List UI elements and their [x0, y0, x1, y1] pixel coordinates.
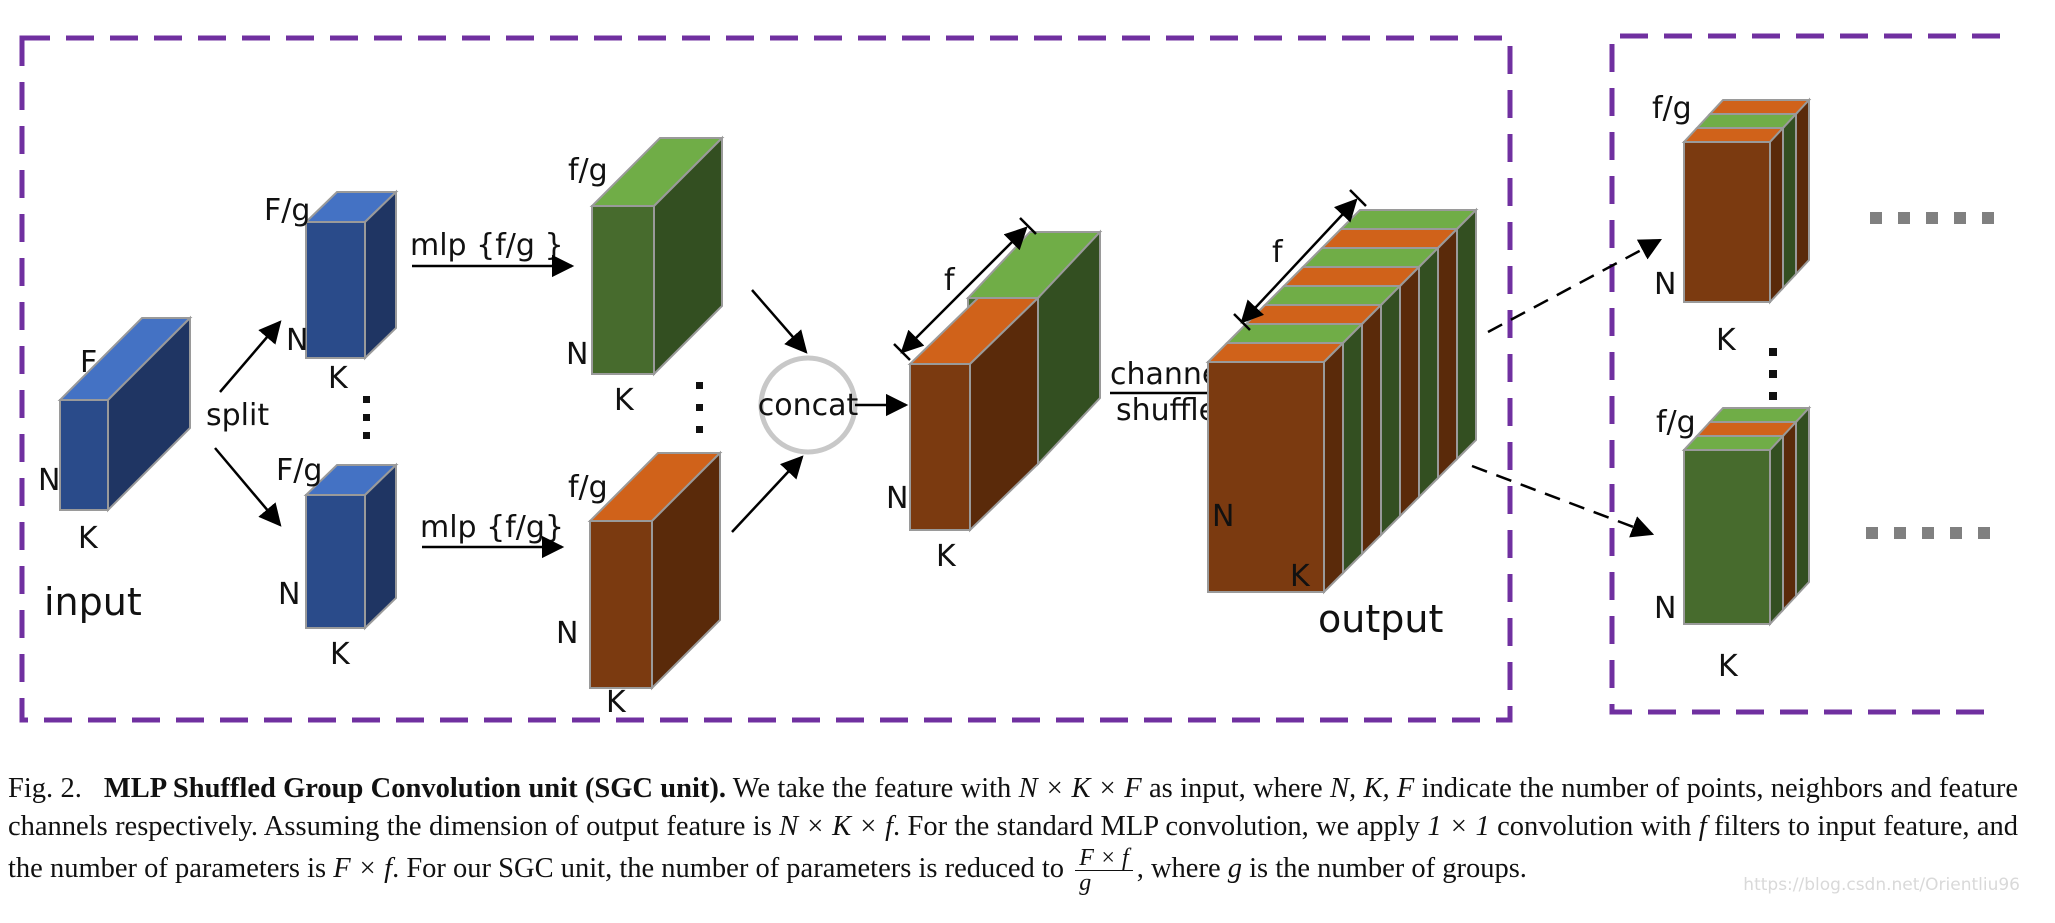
output-N-label: N: [1212, 499, 1234, 534]
caption-title: MLP Shuffled Group Convolution unit (SGC…: [103, 773, 726, 804]
group-1-block: [1681, 97, 1812, 305]
input-F-label: F: [80, 345, 97, 380]
mlp-top-label: mlp {f/g }: [410, 228, 564, 263]
split-top-N-label: N: [286, 323, 308, 358]
group-2-K-label: K: [1718, 649, 1739, 684]
watermark-url: https://blog.csdn.net/Orientliu96: [1743, 875, 2020, 895]
groups-frame: [1609, 33, 2000, 715]
group-2-fg-label: f/g: [1656, 405, 1696, 440]
caption-text: is the number of groups.: [1241, 853, 1527, 885]
green-group-block: [589, 135, 725, 377]
concat-N-label: N: [886, 481, 908, 516]
caption-text: . For the standard MLP convolution, we a…: [893, 811, 1428, 842]
output-f-tick-right: [1349, 189, 1367, 207]
split-top-Fg-label: F/g: [264, 193, 310, 228]
split-bottom-block: [303, 462, 399, 631]
shuffle-label: shuffle: [1116, 393, 1217, 428]
concat-f-tick-left: [893, 343, 911, 361]
caption-text: as input, where: [1141, 773, 1331, 804]
caption-math: F × f: [333, 853, 393, 885]
mlp-bottom-label: mlp {f/g}: [420, 510, 564, 545]
group-1-K-label: K: [1716, 323, 1737, 358]
output-f-label: f: [1272, 235, 1284, 270]
caption-math: f: [1698, 811, 1707, 842]
green-K-label: K: [614, 383, 635, 418]
split-label: split: [206, 398, 269, 433]
group-1-N-label: N: [1654, 267, 1676, 302]
concatenated-block: [907, 229, 1103, 533]
group-2-N-label: N: [1654, 591, 1676, 626]
input-K-label: K: [78, 521, 99, 556]
caption-math: N × K × F: [1018, 773, 1142, 804]
caption-fig-label: Fig. 2.: [8, 773, 82, 804]
concat-label: concat: [758, 388, 859, 423]
concat-K-label: K: [936, 539, 957, 574]
fraction-numerator: F × f: [1075, 846, 1133, 871]
groups-vertical-dots: [1769, 348, 1777, 400]
input-label: input: [44, 580, 142, 624]
figure-caption: Fig. 2. MLP Shuffled Group Convolution un…: [8, 770, 2018, 895]
orange-K-label: K: [606, 685, 627, 720]
group-1-fg-label: f/g: [1652, 91, 1692, 126]
green-N-label: N: [566, 337, 588, 372]
caption-math: 1 × 1: [1427, 811, 1490, 842]
mlp-ellipsis-dots: [696, 382, 703, 433]
split-arrow-up: [219, 320, 282, 393]
concat-f-dimension-arrow: [900, 226, 1028, 354]
split-ellipsis-dots: [363, 396, 370, 439]
concat-f-label: f: [944, 263, 956, 298]
output-K-label: K: [1290, 559, 1311, 594]
caption-text: , where: [1136, 853, 1228, 885]
split-bottom-N-label: N: [278, 577, 300, 612]
sgc-unit-diagram: F N K input split F/g N K F/g N K mlp {f…: [19, 33, 2000, 723]
split-bottom-Fg-label: F/g: [276, 453, 322, 488]
output-f-dimension-arrow: [1240, 198, 1358, 324]
caption-text: indicate the number of points, neighbors…: [8, 773, 2018, 842]
caption-text: convolution with: [1489, 811, 1699, 842]
group-2-block: [1681, 405, 1812, 627]
dashed-arrow-to-group-2: [1471, 464, 1655, 538]
split-bottom-K-label: K: [330, 637, 351, 672]
orange-to-concat-arrow: [731, 455, 804, 533]
dashed-arrow-to-group-1: [1487, 238, 1662, 334]
input-N-label: N: [38, 463, 60, 498]
caption-text: filters to input feature, and the number…: [8, 811, 2019, 885]
split-arrow-down: [214, 447, 282, 527]
orange-group-block: [587, 450, 723, 691]
group-2-horizontal-dots: [1866, 527, 1990, 539]
output-shuffled-block: [1205, 207, 1479, 595]
group-1-horizontal-dots: [1870, 212, 1994, 224]
caption-text: We take the feature with: [725, 773, 1019, 804]
green-to-concat-arrow: [751, 289, 808, 354]
sgc-unit-frame: [19, 35, 1513, 723]
orange-N-label: N: [556, 616, 578, 651]
fraction-denominator: g: [1079, 870, 1092, 896]
caption-math: N × K × f: [779, 811, 894, 842]
output-f-tick-left: [1233, 313, 1251, 331]
green-fg-label: f/g: [568, 153, 608, 188]
split-top-K-label: K: [328, 361, 349, 396]
orange-fg-label: f/g: [568, 470, 608, 505]
concat-f-tick-right: [1019, 217, 1037, 235]
output-label: output: [1318, 597, 1443, 641]
caption-text: . For our SGC unit, the number of parame…: [392, 853, 1072, 885]
caption-math: N, K, F: [1330, 773, 1415, 804]
caption-math: g: [1227, 853, 1242, 885]
split-top-block: [303, 189, 399, 361]
input-feature-block: [57, 315, 193, 513]
